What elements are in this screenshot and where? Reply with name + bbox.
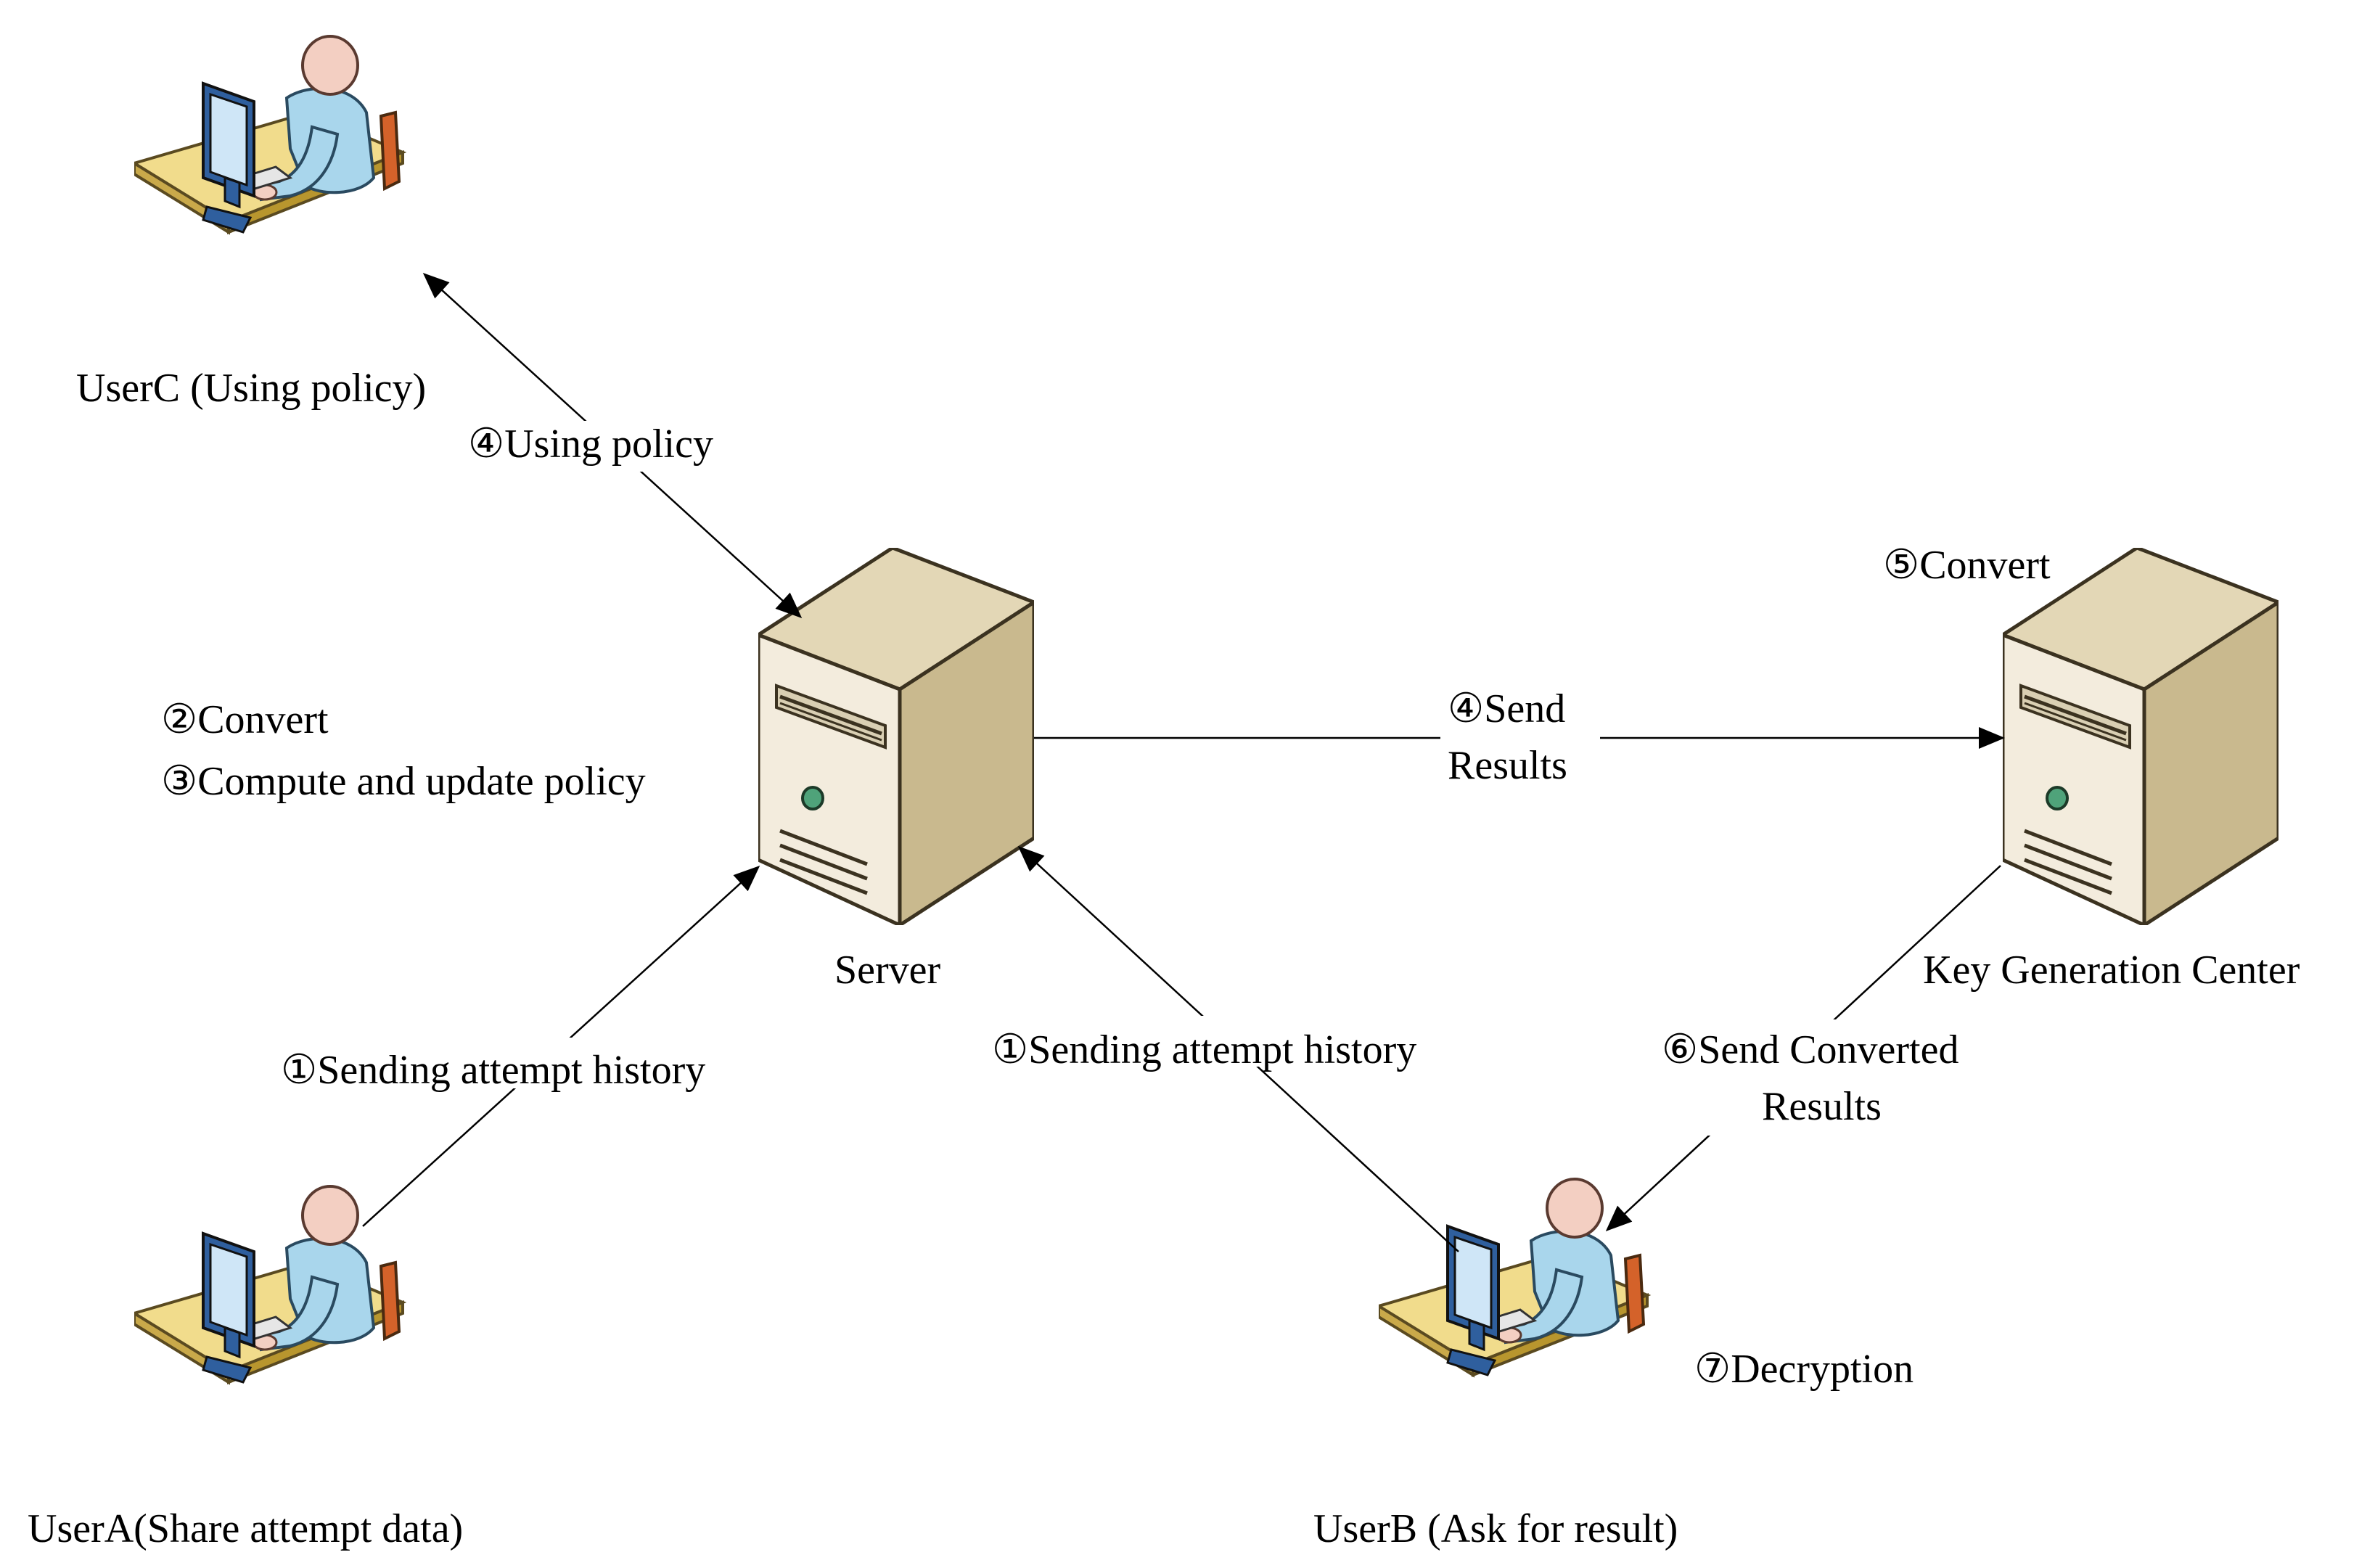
user-a-label: UserA(Share attempt data) xyxy=(28,1506,463,1551)
user-c-label: UserC (Using policy) xyxy=(76,366,426,411)
edge-label-kgc-to-user-b-line2: Results xyxy=(1762,1084,1882,1129)
user-b-label: UserB (Ask for result) xyxy=(1313,1506,1678,1551)
user-c-workstation-icon xyxy=(134,35,404,234)
server-label: Server xyxy=(834,948,941,993)
edge-label-bg xyxy=(464,421,755,472)
edge-label-bg xyxy=(1440,682,1600,791)
kgc-label: Key Generation Center xyxy=(1923,948,2300,993)
edge-label-bg xyxy=(1651,1019,2014,1136)
note-kgc-convert: ⑤Convert xyxy=(1883,543,2051,588)
user-b-node: UserB (Ask for result) xyxy=(1313,1178,1678,1551)
kgc-server-icon xyxy=(2003,548,2278,925)
edge-label-user-a-to-server: ①Sending attempt history xyxy=(281,1048,705,1093)
server-node: Server xyxy=(758,548,1034,993)
note-user-b-decrypt: ⑦Decryption xyxy=(1694,1347,1913,1392)
edge-label-kgc-to-user-b-line1: ⑥Send Converted xyxy=(1662,1027,1958,1072)
kgc-node: Key Generation Center xyxy=(1923,548,2300,993)
edge-label-server-user-c: ④Using policy xyxy=(468,422,713,467)
edge-label-user-b-to-server: ①Sending attempt history xyxy=(992,1027,1416,1072)
note-server-compute: ③Compute and update policy xyxy=(161,759,646,804)
user-a-node: UserA(Share attempt data) xyxy=(28,1185,463,1551)
note-server-convert: ②Convert xyxy=(161,697,329,742)
user-c-node: UserC (Using policy) xyxy=(76,35,426,411)
edge-label-server-to-kgc-line2: Results xyxy=(1448,743,1567,788)
edge-label-bg xyxy=(279,1038,773,1088)
edge-label-server-to-kgc-line1: ④Send xyxy=(1448,686,1565,731)
server-icon xyxy=(758,548,1034,925)
user-a-workstation-icon xyxy=(134,1185,404,1384)
user-b-workstation-icon xyxy=(1379,1178,1649,1376)
edge-label-bg xyxy=(990,1016,1484,1067)
